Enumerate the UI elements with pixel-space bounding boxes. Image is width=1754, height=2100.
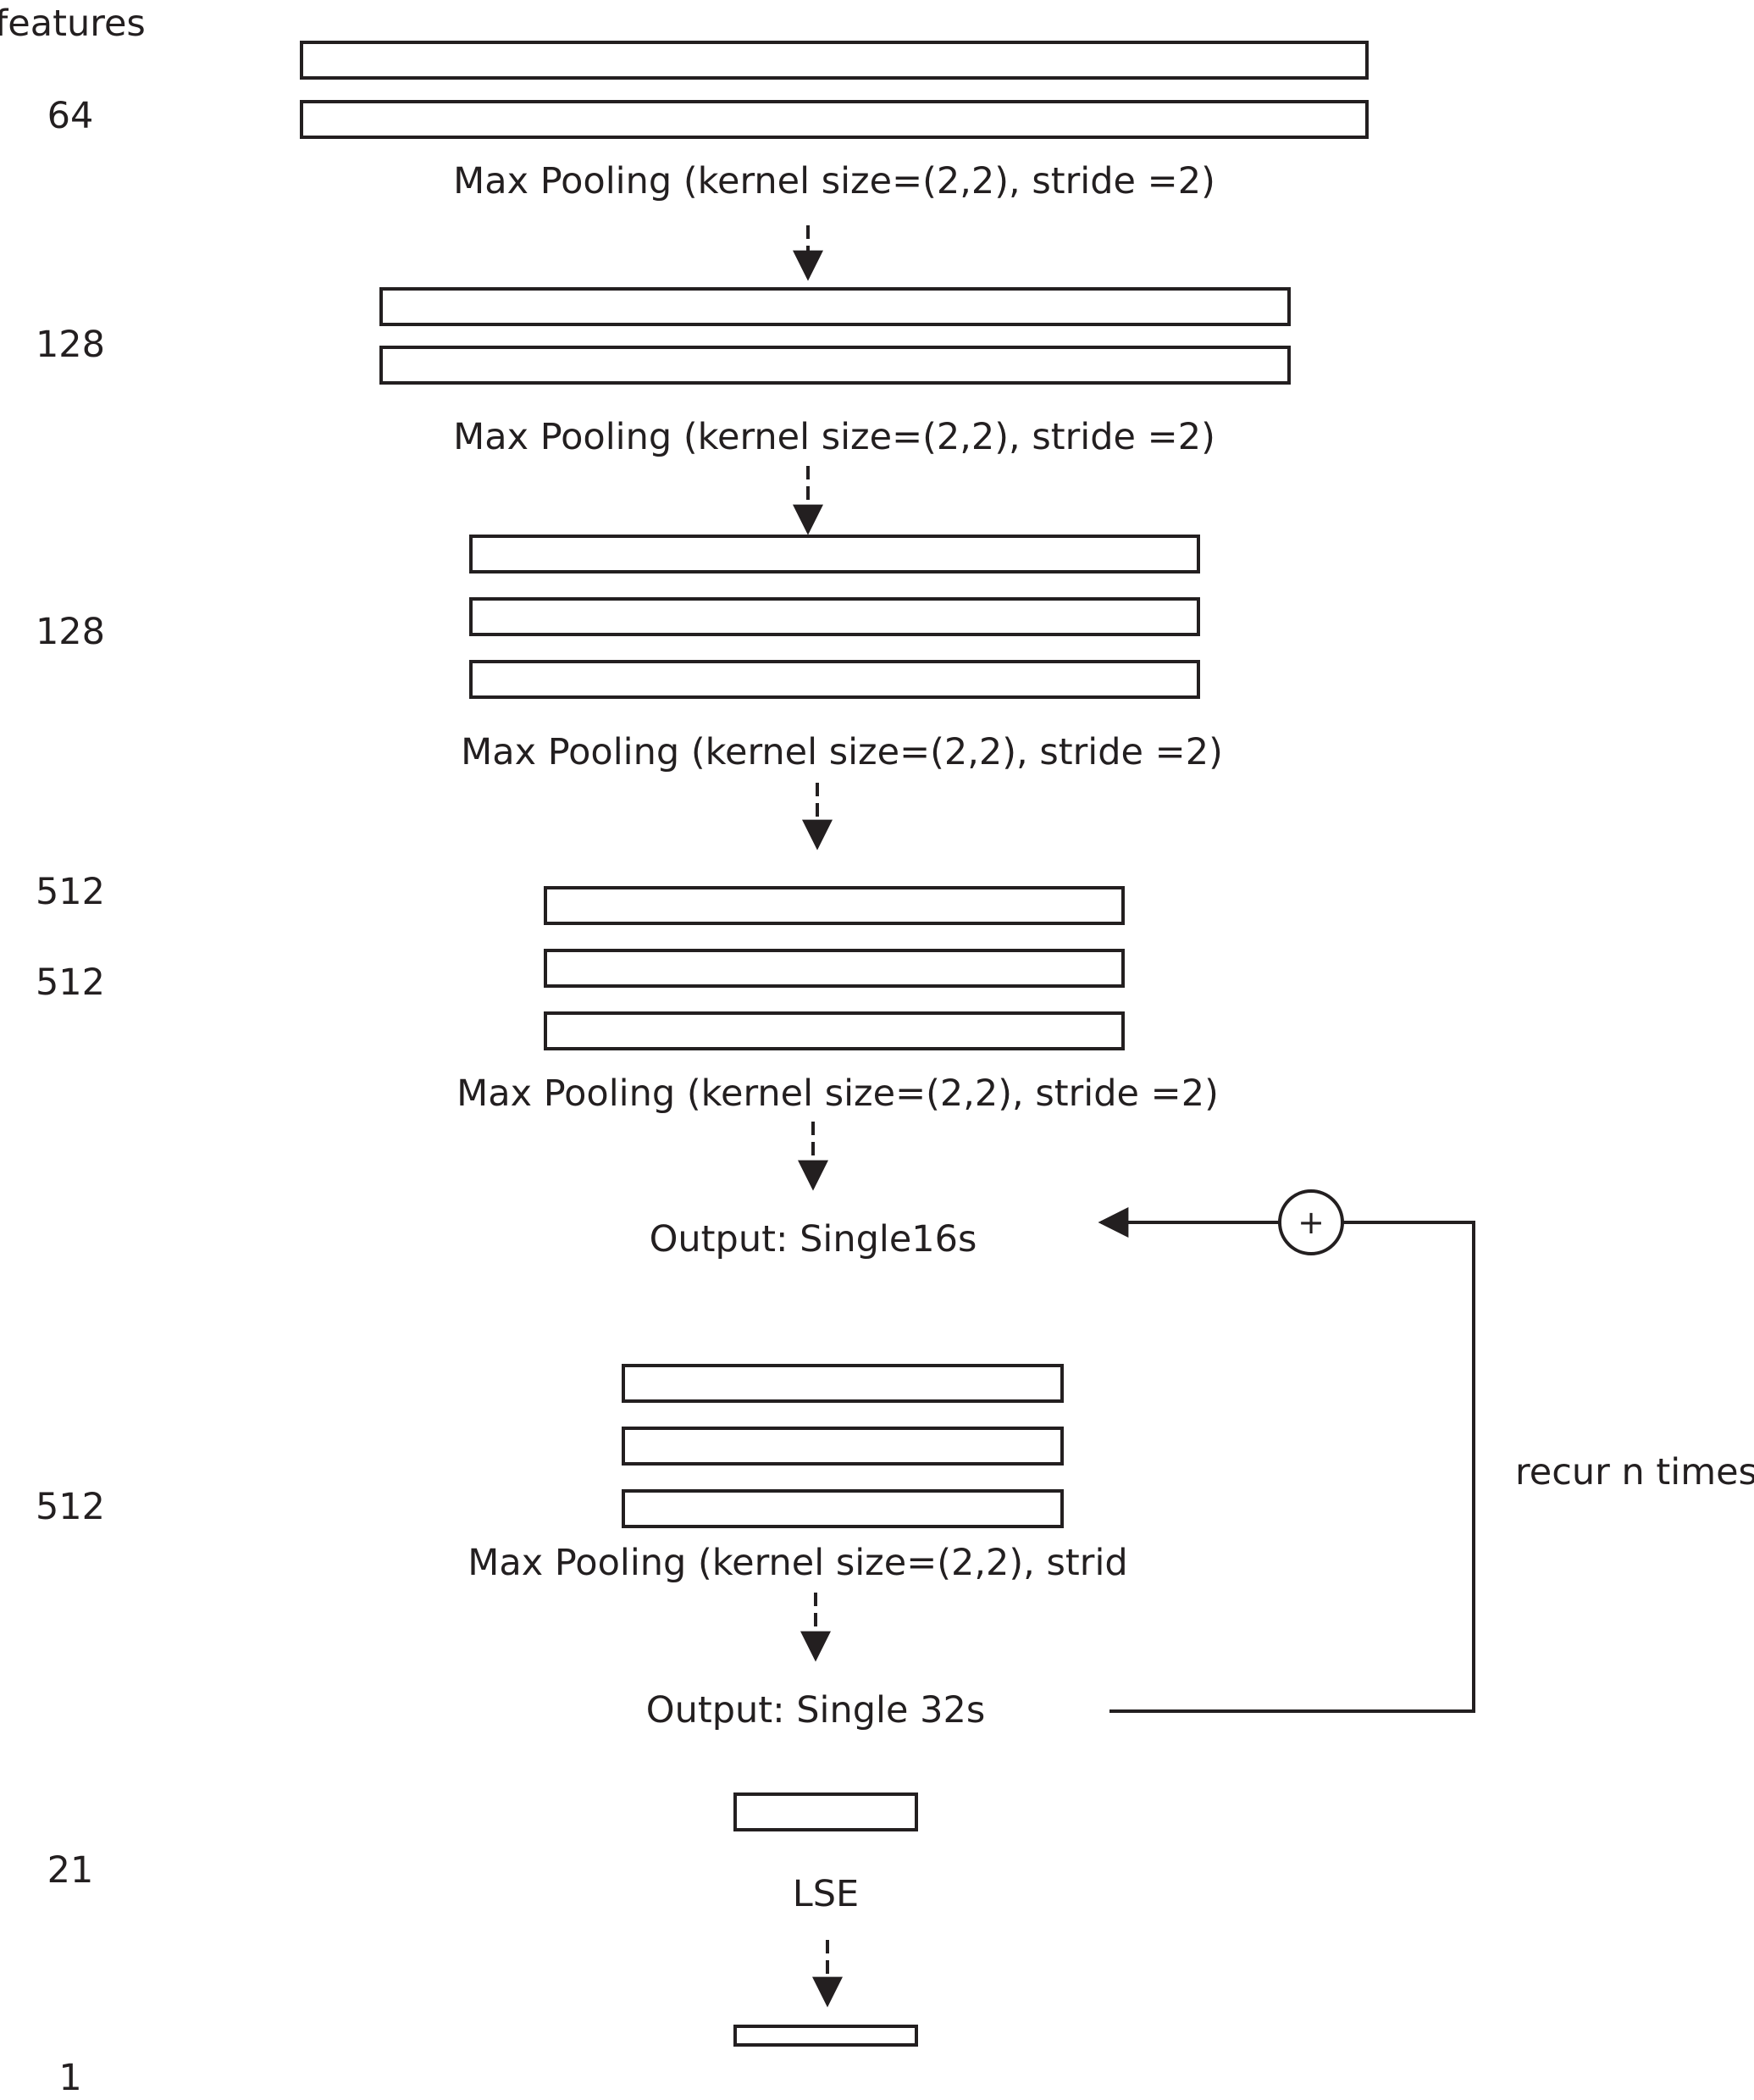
recur-n-times-label: recur n times — [1515, 1451, 1754, 1493]
conv-layer-4-3 — [544, 1011, 1125, 1050]
conv-layer-4-2 — [544, 949, 1125, 988]
output-single32s: Output: Single 32s — [646, 1689, 986, 1732]
plus-icon: + — [1298, 1204, 1325, 1241]
output-single16s: Output: Single16s — [650, 1218, 977, 1261]
conv-layer-3-3 — [469, 660, 1200, 699]
conv-layer-1-2 — [300, 100, 1369, 139]
feature-count-128-b: 128 — [36, 611, 105, 653]
output-layer-21 — [733, 1792, 918, 1831]
conv-layer-2-1 — [379, 287, 1291, 326]
feature-count-512-c: 512 — [36, 1486, 105, 1528]
conv-layer-3-1 — [469, 535, 1200, 573]
recur-connector-line — [1109, 1221, 1475, 1713]
conv-layer-3-2 — [469, 597, 1200, 636]
max-pooling-label-3: Max Pooling (kernel size=(2,2), stride =… — [461, 731, 1223, 773]
conv-layer-1-1 — [300, 41, 1369, 80]
conv-block-1 — [300, 41, 1369, 139]
output-layer-1 — [733, 2025, 918, 2047]
lse-label: LSE — [793, 1873, 859, 1915]
conv-block-2 — [379, 287, 1291, 385]
features-header: features — [0, 3, 146, 45]
conv-block-4 — [544, 886, 1125, 1050]
conv-layer-4-1 — [544, 886, 1125, 925]
max-pooling-label-5: Max Pooling (kernel size=(2,2), strid — [468, 1542, 1127, 1584]
conv-layer-5-3 — [622, 1489, 1064, 1528]
max-pooling-label-1: Max Pooling (kernel size=(2,2), stride =… — [453, 160, 1215, 202]
feature-count-512-a: 512 — [36, 871, 105, 913]
feature-count-64: 64 — [47, 95, 94, 137]
max-pooling-label-2: Max Pooling (kernel size=(2,2), stride =… — [453, 416, 1215, 458]
feature-count-512-b: 512 — [36, 961, 105, 1004]
conv-block-3 — [469, 535, 1200, 699]
conv-block-5 — [622, 1364, 1064, 1528]
feature-count-1: 1 — [58, 2057, 81, 2099]
conv-layer-2-2 — [379, 346, 1291, 385]
feature-count-128-a: 128 — [36, 324, 105, 366]
conv-layer-5-1 — [622, 1364, 1064, 1403]
conv-layer-5-2 — [622, 1427, 1064, 1466]
max-pooling-label-4: Max Pooling (kernel size=(2,2), stride =… — [456, 1072, 1219, 1115]
feature-count-21: 21 — [47, 1849, 94, 1892]
